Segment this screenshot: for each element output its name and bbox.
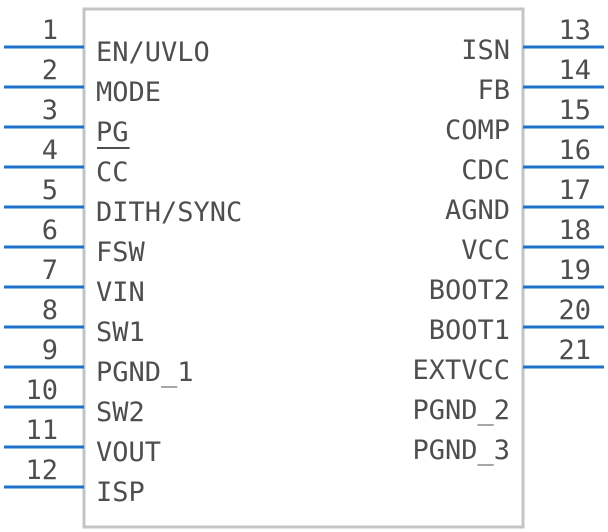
- pin-name-6: FSW: [96, 237, 146, 268]
- unconnected-label-1: PGND_2: [412, 395, 510, 426]
- pin-name-14: FB: [477, 75, 510, 106]
- pin-number-12: 12: [25, 455, 58, 486]
- pin-number-17: 17: [558, 175, 591, 206]
- pin-name-19: BOOT2: [429, 275, 510, 306]
- pin-name-17: AGND: [445, 195, 510, 226]
- pin-number-2: 2: [42, 55, 58, 86]
- pin-number-19: 19: [558, 255, 591, 286]
- pin-name-20: BOOT1: [429, 315, 510, 346]
- pin-name-2: MODE: [96, 77, 161, 108]
- pin-number-21: 21: [558, 335, 591, 366]
- pin-name-16: CDC: [461, 155, 510, 186]
- pin-name-4: CC: [96, 157, 129, 188]
- pin-name-10: SW2: [96, 397, 145, 428]
- unconnected-label-2: PGND_3: [412, 435, 510, 466]
- pin-number-3: 3: [42, 95, 58, 126]
- pin-number-4: 4: [42, 135, 58, 166]
- pin-name-12: ISP: [96, 477, 145, 508]
- pin-number-14: 14: [558, 55, 591, 86]
- pin-number-11: 11: [25, 415, 58, 446]
- pin-name-8: SW1: [96, 317, 145, 348]
- pin-name-1: EN/UVLO: [96, 37, 210, 68]
- pin-number-10: 10: [25, 375, 58, 406]
- ic-body-outline: [82, 7, 525, 529]
- pin-number-6: 6: [42, 215, 58, 246]
- pin-name-5: DITH/SYNC: [96, 197, 242, 228]
- pin-number-18: 18: [558, 215, 591, 246]
- pin-name-21: EXTVCC: [412, 355, 510, 386]
- pin-number-20: 20: [558, 295, 591, 326]
- pin-number-16: 16: [558, 135, 591, 166]
- pin-number-15: 15: [558, 95, 591, 126]
- pin-number-1: 1: [42, 15, 58, 46]
- pin-name-9: PGND_1: [96, 357, 194, 388]
- pin-number-9: 9: [42, 335, 58, 366]
- pin-number-13: 13: [558, 15, 591, 46]
- pin-name-11: VOUT: [96, 437, 161, 468]
- pin-number-5: 5: [42, 175, 58, 206]
- pin-name-3: PG: [96, 117, 129, 148]
- pin-number-8: 8: [42, 295, 58, 326]
- pin-name-18: VCC: [461, 235, 510, 266]
- pin-name-13: ISN: [461, 35, 510, 66]
- pin-name-15: COMP: [445, 115, 510, 146]
- pin-name-7: VIN: [96, 277, 145, 308]
- pin-number-7: 7: [42, 255, 58, 286]
